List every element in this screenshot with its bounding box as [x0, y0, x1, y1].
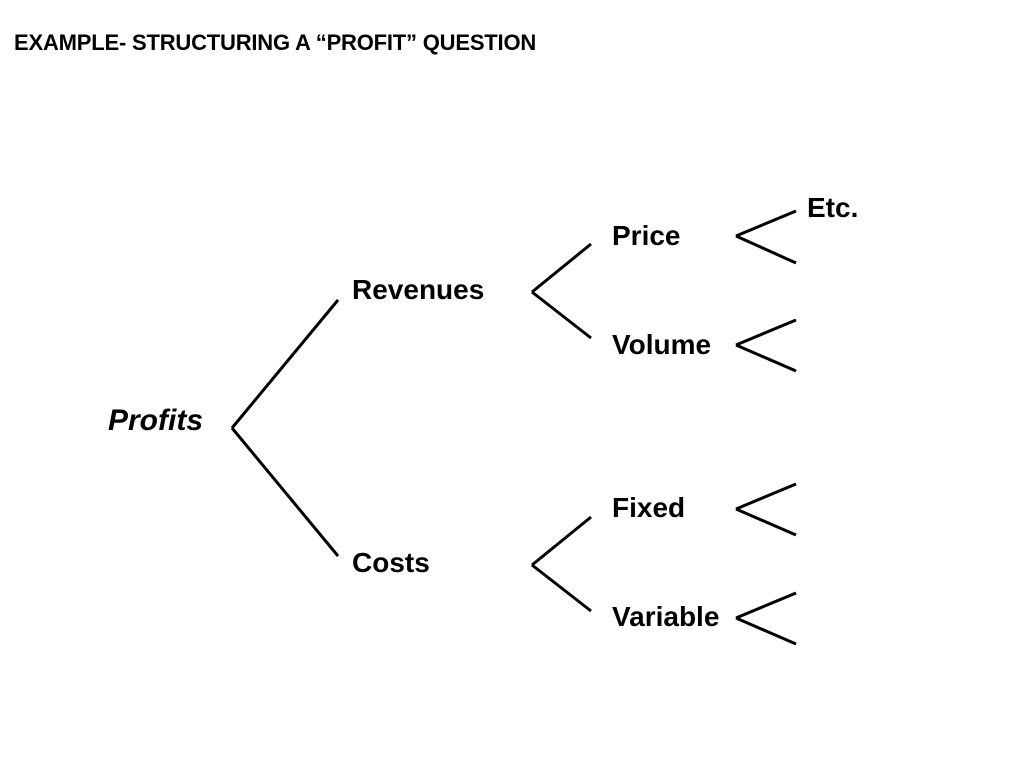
node-revenues: Revenues: [352, 274, 485, 305]
connector-revenues-price: [531, 242, 592, 294]
connector-costs-variable: [531, 563, 592, 613]
connector-costs-fixed: [531, 515, 592, 567]
node-volume: Volume: [612, 329, 712, 360]
connector-revenues-volume: [531, 290, 592, 340]
connector-variable-upper: [735, 591, 797, 620]
connector-volume-lower: [735, 343, 797, 373]
connector-fixed-upper: [735, 482, 797, 511]
connector-profits-revenues: [230, 299, 340, 429]
slide-title: EXAMPLE- STRUCTURING A “PROFIT” QUESTION: [14, 30, 537, 55]
node-fixed: Fixed: [612, 492, 686, 523]
connector-volume-upper: [735, 318, 797, 347]
node-costs: Costs: [352, 547, 430, 578]
connector-price-upper: [735, 209, 797, 238]
connector-fixed-lower: [735, 507, 797, 537]
connector-variable-lower: [735, 616, 797, 646]
node-profits: Profits: [108, 404, 204, 437]
node-etc: Etc.: [807, 192, 859, 223]
connector-profits-costs: [230, 427, 340, 557]
connector-price-lower: [735, 234, 797, 265]
node-variable: Variable: [612, 601, 720, 632]
node-price: Price: [612, 220, 681, 251]
